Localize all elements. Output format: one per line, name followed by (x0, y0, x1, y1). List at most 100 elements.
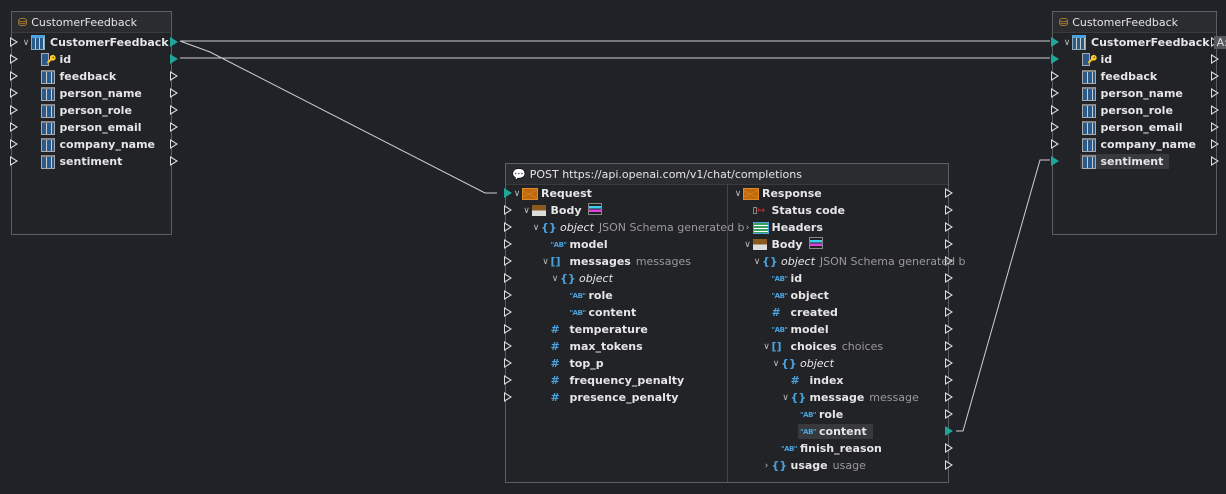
schema-icon[interactable] (803, 237, 823, 252)
input-connector-icon[interactable] (10, 122, 18, 132)
output-connector-icon[interactable] (170, 71, 178, 81)
output-connector-icon[interactable] (945, 188, 953, 198)
target-row-person-role[interactable]: person_role (1053, 102, 1216, 119)
output-connector-icon[interactable] (945, 256, 953, 266)
input-connector-icon[interactable] (10, 71, 18, 81)
output-connector-icon[interactable] (1211, 71, 1219, 81)
input-connector-icon[interactable] (504, 290, 512, 300)
input-connector-icon[interactable] (504, 307, 512, 317)
output-connector-icon[interactable] (1211, 156, 1219, 166)
response-row-index[interactable]: #index (506, 372, 948, 389)
input-connector-icon[interactable] (504, 358, 512, 368)
output-connector-icon[interactable] (170, 156, 178, 166)
request-row-content[interactable]: "AB"content (506, 304, 948, 321)
response-row-object[interactable]: ∨{}object (506, 355, 948, 372)
source-row-person-name[interactable]: person_name (12, 85, 171, 102)
input-connector-icon[interactable] (1051, 122, 1059, 132)
chevron-right-icon[interactable]: › (764, 460, 769, 471)
chevron-down-icon[interactable]: ∨ (532, 222, 540, 233)
request-row-object[interactable]: ∨{}object (506, 270, 948, 287)
input-connector-icon[interactable] (504, 273, 512, 283)
request-row-role[interactable]: "AB"role (506, 287, 948, 304)
input-connector-icon[interactable] (504, 375, 512, 385)
target-row-feedback[interactable]: feedback (1053, 68, 1216, 85)
target-row-sentiment[interactable]: sentiment (1053, 153, 1216, 170)
chevron-down-icon[interactable]: ∨ (744, 239, 751, 250)
chevron-down-icon[interactable]: ∨ (523, 205, 530, 216)
output-connector-icon[interactable] (945, 341, 953, 351)
input-connector-icon[interactable] (504, 256, 512, 266)
input-connector-icon[interactable] (1051, 71, 1059, 81)
target-row-person-email[interactable]: person_email (1053, 119, 1216, 136)
input-connector-icon[interactable] (1051, 37, 1059, 47)
input-connector-icon[interactable] (504, 341, 512, 351)
source-row-id[interactable]: 🔑id (12, 51, 171, 68)
input-connector-icon[interactable] (1051, 156, 1059, 166)
output-connector-icon[interactable] (170, 37, 178, 47)
target-header[interactable]: ⛁CustomerFeedback (1053, 12, 1216, 33)
output-connector-icon[interactable] (1211, 105, 1219, 115)
source-row-sentiment[interactable]: sentiment (12, 153, 171, 170)
input-connector-icon[interactable] (10, 54, 18, 64)
output-connector-icon[interactable] (170, 105, 178, 115)
request-row-top-p[interactable]: #top_p (506, 355, 948, 372)
input-connector-icon[interactable] (10, 139, 18, 149)
target-row-company-name[interactable]: company_name (1053, 136, 1216, 153)
rest-call-component[interactable]: 💬POST https://api.openai.com/v1/chat/com… (504, 163, 966, 483)
chevron-right-icon[interactable]: › (745, 222, 750, 233)
request-row-body[interactable]: ∨Body (506, 202, 948, 219)
output-connector-icon[interactable] (945, 409, 953, 419)
output-connector-icon[interactable] (945, 307, 953, 317)
response-row-response[interactable]: ∨Response (506, 185, 948, 202)
request-row-frequency-penalty[interactable]: #frequency_penalty (506, 372, 948, 389)
input-connector-icon[interactable] (10, 105, 18, 115)
chevron-down-icon[interactable]: ∨ (763, 341, 770, 352)
input-connector-icon[interactable] (1051, 139, 1059, 149)
input-connector-icon[interactable] (504, 392, 512, 402)
response-row-status-code[interactable]: ▯↦Status code (506, 202, 948, 219)
target-row-person-name[interactable]: person_name (1053, 85, 1216, 102)
input-connector-icon[interactable] (10, 37, 18, 47)
response-row-role[interactable]: "AB"role (506, 406, 948, 423)
output-connector-icon[interactable] (170, 54, 178, 64)
target-row-id[interactable]: 🔑id (1053, 51, 1216, 68)
source-row-feedback[interactable]: feedback (12, 68, 171, 85)
source-row-person-role[interactable]: person_role (12, 102, 171, 119)
input-connector-icon[interactable] (10, 88, 18, 98)
source-header[interactable]: ⛁CustomerFeedback (12, 12, 171, 33)
source-row-person-email[interactable]: person_email (12, 119, 171, 136)
input-connector-icon[interactable] (504, 222, 512, 232)
input-connector-icon[interactable] (504, 188, 512, 198)
input-connector-icon[interactable] (1051, 88, 1059, 98)
output-connector-icon[interactable] (945, 273, 953, 283)
api-header[interactable]: 💬POST https://api.openai.com/v1/chat/com… (506, 164, 948, 185)
input-connector-icon[interactable] (1051, 105, 1059, 115)
response-row-created[interactable]: #created (506, 304, 948, 321)
request-row-temperature[interactable]: #temperature (506, 321, 948, 338)
connection-content-to-sentiment[interactable] (956, 159, 1050, 432)
response-row-body[interactable]: ∨Body (506, 236, 948, 253)
chevron-down-icon[interactable]: ∨ (772, 358, 780, 369)
request-row-model[interactable]: "AB"model (506, 236, 948, 253)
response-row-content[interactable]: "AB"content (506, 423, 948, 440)
source-row-customerfeedback[interactable]: ∨CustomerFeedback (12, 34, 171, 51)
output-connector-icon[interactable] (945, 324, 953, 334)
output-connector-icon[interactable] (1211, 122, 1219, 132)
response-row-id[interactable]: "AB"id (506, 270, 948, 287)
input-connector-icon[interactable] (504, 205, 512, 215)
target-component[interactable]: ⛁CustomerFeedback ∨CustomerFeedbackA:U🔑i… (1051, 11, 1226, 235)
output-connector-icon[interactable] (945, 205, 953, 215)
chevron-down-icon[interactable]: ∨ (734, 188, 742, 199)
chevron-down-icon[interactable]: ∨ (513, 188, 521, 199)
output-connector-icon[interactable] (945, 290, 953, 300)
source-row-company-name[interactable]: company_name (12, 136, 171, 153)
output-connector-icon[interactable] (945, 460, 953, 470)
connection-table-to-request[interactable] (179, 40, 497, 194)
